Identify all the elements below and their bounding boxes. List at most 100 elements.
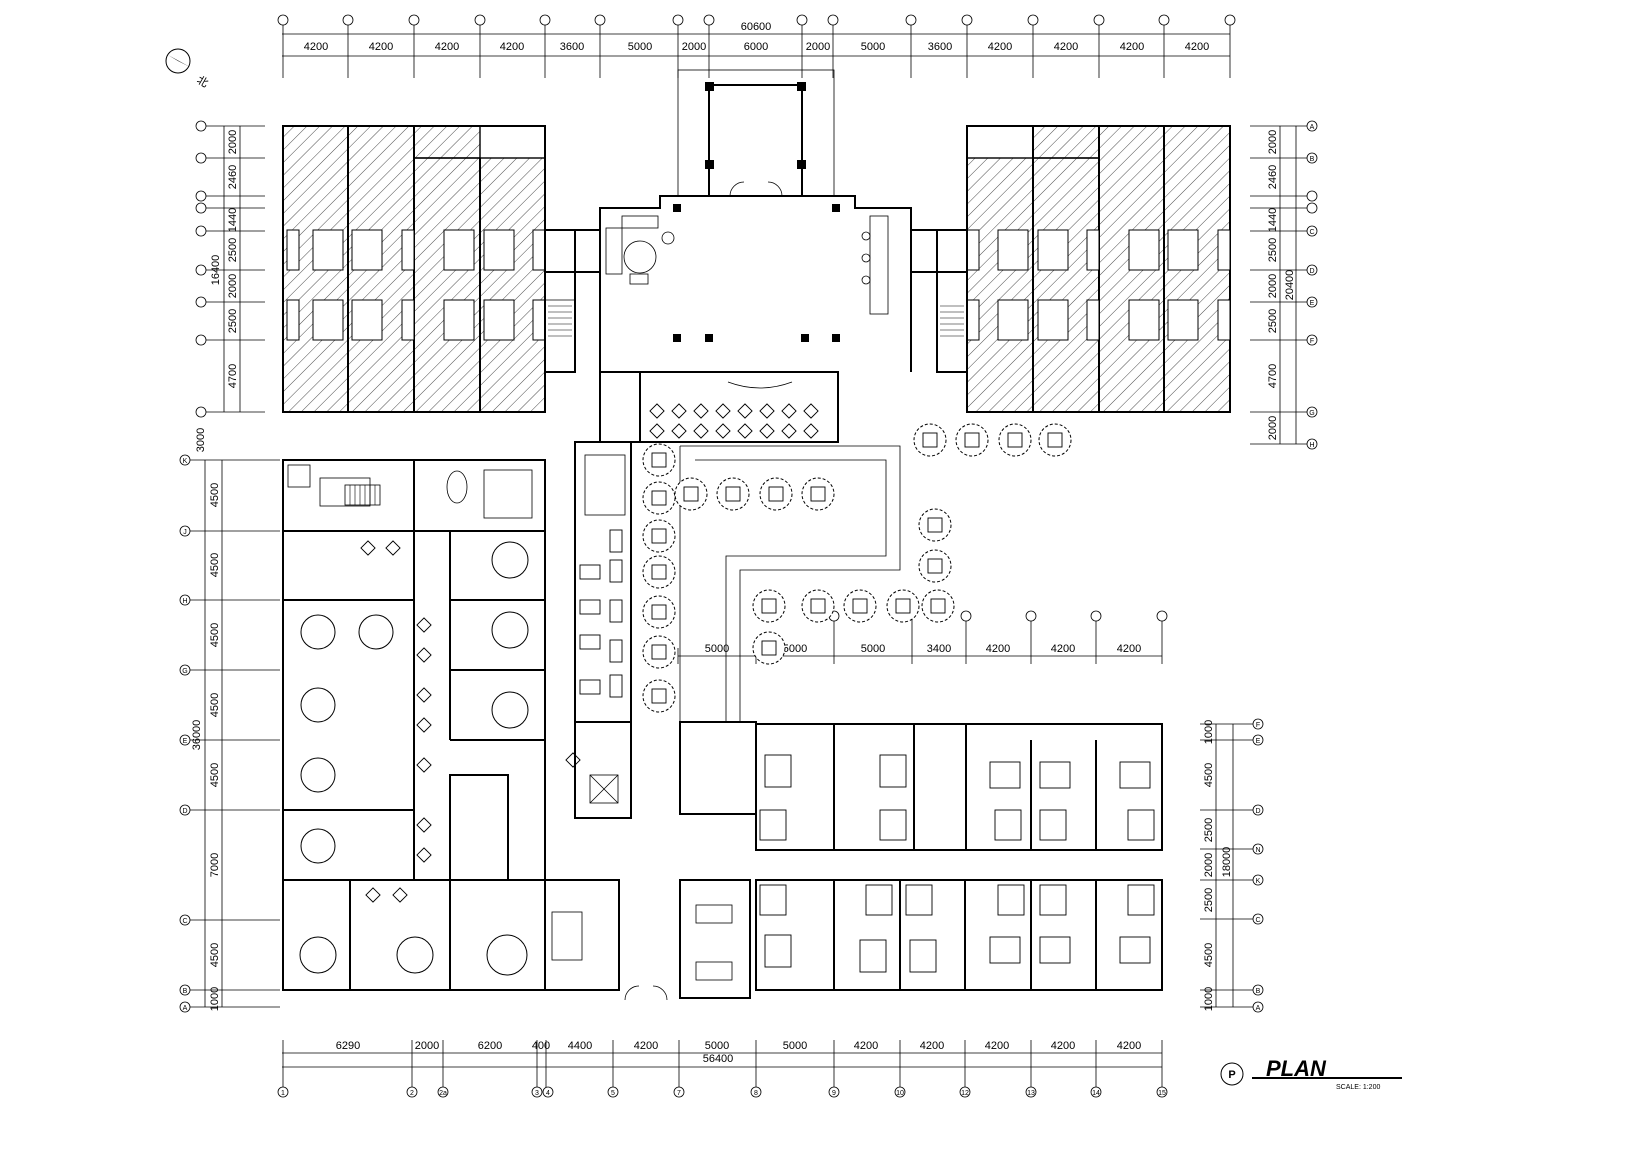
axis-label: B bbox=[1256, 988, 1261, 995]
axis-label: H bbox=[182, 598, 187, 605]
top-dim: 5000 bbox=[628, 41, 652, 53]
axis-label: 1 bbox=[281, 1090, 285, 1097]
right-dim: 2000 bbox=[1267, 274, 1279, 298]
axis-label: E bbox=[1310, 300, 1315, 307]
east-room-block bbox=[679, 723, 1163, 999]
courtyard-dim: 5000 bbox=[705, 643, 729, 655]
left-upper-dimension-chain: 16400 2000 2460 1440 2500 2000 2500 4700… bbox=[195, 120, 265, 452]
left-dim: 4500 bbox=[209, 623, 221, 647]
right-dim: 2000 bbox=[1267, 416, 1279, 440]
axis-label: C bbox=[182, 918, 187, 925]
axis-label: 14 bbox=[1092, 1090, 1100, 1097]
top-dim: 4200 bbox=[1120, 41, 1144, 53]
bottom-dimension-chain: 56400 6290 2000 6200 400 4400 4200 5000 … bbox=[277, 1040, 1168, 1098]
courtyard-dimension-chain: 5000 5000 5000 3400 4200 4200 4200 bbox=[677, 610, 1168, 664]
top-dim: 6000 bbox=[744, 41, 768, 53]
right-dim: 2500 bbox=[1203, 888, 1215, 912]
axis-label: H bbox=[1309, 442, 1314, 449]
top-dim: 4200 bbox=[500, 41, 524, 53]
axis-label: D bbox=[1309, 268, 1314, 275]
axis-label: B bbox=[1310, 156, 1315, 163]
axis-label: 4 bbox=[546, 1090, 550, 1097]
axis-label: 10 bbox=[896, 1090, 904, 1097]
bottom-dim: 5000 bbox=[705, 1040, 729, 1052]
right-dim: 2000 bbox=[1203, 853, 1215, 877]
axis-label: 2a bbox=[439, 1090, 447, 1097]
right-upper-total: 20400 bbox=[1284, 270, 1296, 301]
left-dim: 7000 bbox=[209, 853, 221, 877]
left-dim: 1000 bbox=[209, 987, 221, 1011]
top-dim: 4200 bbox=[1054, 41, 1078, 53]
overall-bottom-dimension: 56400 bbox=[703, 1053, 734, 1065]
axis-label: B bbox=[183, 988, 188, 995]
right-dim: 1000 bbox=[1203, 987, 1215, 1011]
axis-label: F bbox=[1256, 722, 1260, 729]
left-dim: 4500 bbox=[209, 763, 221, 787]
axis-label: G bbox=[1309, 410, 1314, 417]
right-dim: 2500 bbox=[1203, 818, 1215, 842]
axis-label: N bbox=[1255, 847, 1260, 854]
axis-label: 15 bbox=[1158, 1090, 1166, 1097]
top-dim: 3600 bbox=[560, 41, 584, 53]
left-dim: 4500 bbox=[209, 483, 221, 507]
north-label: 北 bbox=[195, 73, 211, 90]
right-dim: 2000 bbox=[1267, 130, 1279, 154]
left-dim: 2000 bbox=[227, 130, 239, 154]
axis-label: K bbox=[1256, 878, 1261, 885]
left-lower-dimension-chain: 36000 4500 4500 4500 4500 4500 7000 4500… bbox=[179, 454, 280, 1013]
left-dim: 4500 bbox=[209, 943, 221, 967]
bottom-dim: 2000 bbox=[415, 1040, 439, 1052]
plan-title-block: P PLAN SCALE: 1:200 bbox=[1220, 1056, 1402, 1091]
bottom-dim: 4200 bbox=[634, 1040, 658, 1052]
axis-label: A bbox=[183, 1005, 188, 1012]
left-gap-dim: 3000 bbox=[195, 428, 207, 452]
axis-label: 2 bbox=[410, 1090, 414, 1097]
bottom-dim: 4400 bbox=[568, 1040, 592, 1052]
right-lower-dimension-chain: 18000 1000 4500 2500 2000 2500 4500 1000… bbox=[1200, 718, 1264, 1013]
right-dim: 2460 bbox=[1267, 165, 1279, 189]
courtyard-dim: 4200 bbox=[1051, 643, 1075, 655]
left-dim: 4500 bbox=[209, 693, 221, 717]
right-dim: 2500 bbox=[1267, 238, 1279, 262]
right-upper-dimension-chain: 20400 2000 2460 1440 2500 2000 2500 4700… bbox=[1250, 120, 1318, 450]
axis-label: 13 bbox=[1027, 1090, 1035, 1097]
axis-label: 7 bbox=[677, 1090, 681, 1097]
axis-label: D bbox=[1255, 808, 1260, 815]
top-dim: 3600 bbox=[928, 41, 952, 53]
axis-label: 9 bbox=[832, 1090, 836, 1097]
bottom-dim: 4200 bbox=[985, 1040, 1009, 1052]
east-guest-wing bbox=[936, 125, 1231, 413]
courtyard-dim: 3400 bbox=[927, 643, 951, 655]
bottom-dim: 4200 bbox=[854, 1040, 878, 1052]
left-lower-total: 36000 bbox=[191, 720, 203, 751]
bottom-dim: 5000 bbox=[783, 1040, 807, 1052]
axis-label: 12 bbox=[961, 1090, 969, 1097]
axis-label: G bbox=[182, 668, 187, 675]
courtyard-dim: 5000 bbox=[783, 643, 807, 655]
left-dim: 2500 bbox=[227, 238, 239, 262]
top-dim: 2000 bbox=[682, 41, 706, 53]
courtyard bbox=[642, 423, 1072, 722]
axis-label: A bbox=[1256, 1005, 1261, 1012]
dining-area bbox=[599, 371, 839, 443]
bottom-dim: 400 bbox=[532, 1040, 550, 1052]
right-dim: 4700 bbox=[1267, 364, 1279, 388]
top-dimension-chain: 60600 4200 4200 4200 4200 3600 5000 2000… bbox=[277, 14, 1236, 78]
top-dim: 4200 bbox=[435, 41, 459, 53]
axis-label: 3 bbox=[535, 1090, 539, 1097]
right-dim: 2500 bbox=[1267, 309, 1279, 333]
axis-label: J bbox=[183, 529, 187, 536]
axis-label: E bbox=[183, 738, 188, 745]
left-upper-total: 16400 bbox=[210, 255, 222, 286]
central-lobby bbox=[599, 69, 912, 372]
axis-label: F bbox=[1310, 338, 1314, 345]
axis-label: 8 bbox=[754, 1090, 758, 1097]
right-dim: 4500 bbox=[1203, 763, 1215, 787]
left-dim: 2460 bbox=[227, 165, 239, 189]
top-dim: 4200 bbox=[304, 41, 328, 53]
bottom-dim: 6200 bbox=[478, 1040, 502, 1052]
plan-marker: P bbox=[1228, 1069, 1235, 1081]
west-guest-wing bbox=[282, 125, 576, 413]
top-dim: 4200 bbox=[1185, 41, 1209, 53]
